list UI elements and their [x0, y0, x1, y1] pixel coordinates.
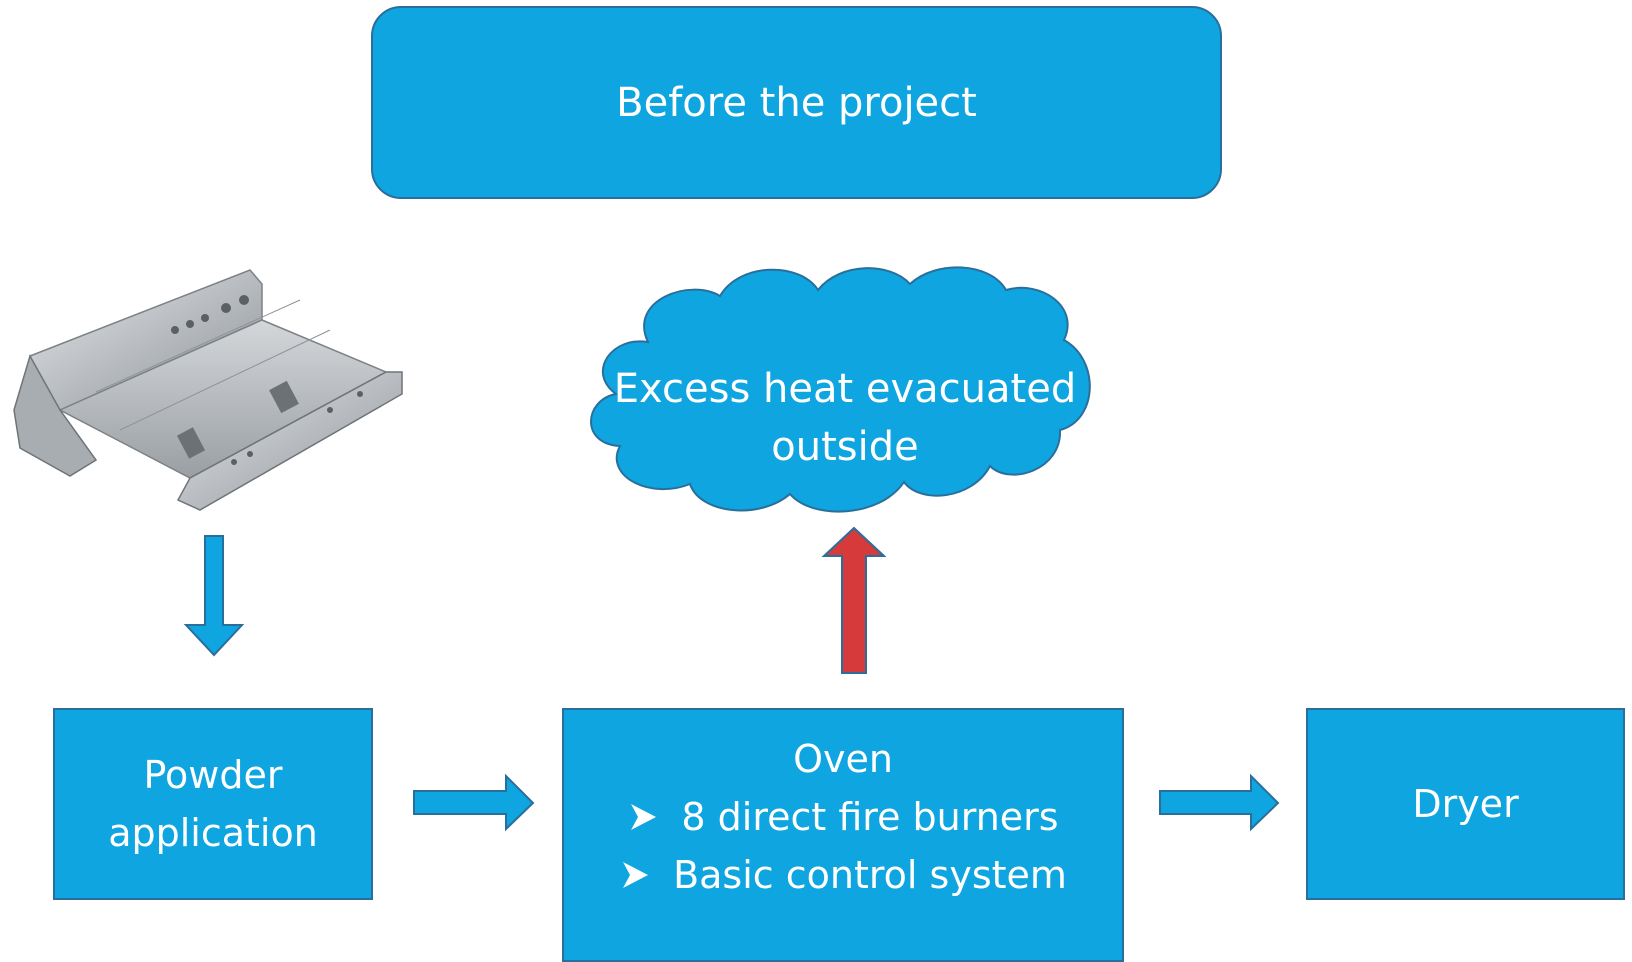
oven-feature-text: 8 direct fire burners: [681, 795, 1059, 839]
oven-feature-item: Basic control system: [619, 846, 1067, 904]
cloud-label: Excess heat evacuated outside: [613, 366, 1077, 470]
oven-feature-text: Basic control system: [673, 853, 1067, 897]
oven-feature-list: 8 direct fire burners Basic control syst…: [619, 788, 1067, 904]
dryer-label: Dryer: [1412, 782, 1519, 826]
title-box: Before the project: [371, 6, 1222, 199]
down-arrow-icon: [183, 535, 245, 657]
powder-application-label: Powder application: [108, 753, 318, 855]
right-arrow-icon: [413, 773, 535, 832]
oven-feature-item: 8 direct fire burners: [619, 788, 1067, 846]
oven-box: Oven 8 direct fire burners Basic control…: [562, 708, 1124, 962]
oven-title: Oven: [793, 737, 893, 781]
dryer-box: Dryer: [1306, 708, 1625, 900]
heat-up-arrow-icon: [821, 526, 887, 674]
arrowhead-bullet-icon: [631, 804, 657, 830]
title-text: Before the project: [616, 79, 977, 126]
sheet-metal-part-icon: [13, 269, 403, 511]
arrowhead-bullet-icon: [623, 862, 649, 888]
cloud-shape: [590, 266, 1091, 513]
powder-application-box: Powder application: [53, 708, 373, 900]
right-arrow-icon: [1159, 773, 1280, 832]
